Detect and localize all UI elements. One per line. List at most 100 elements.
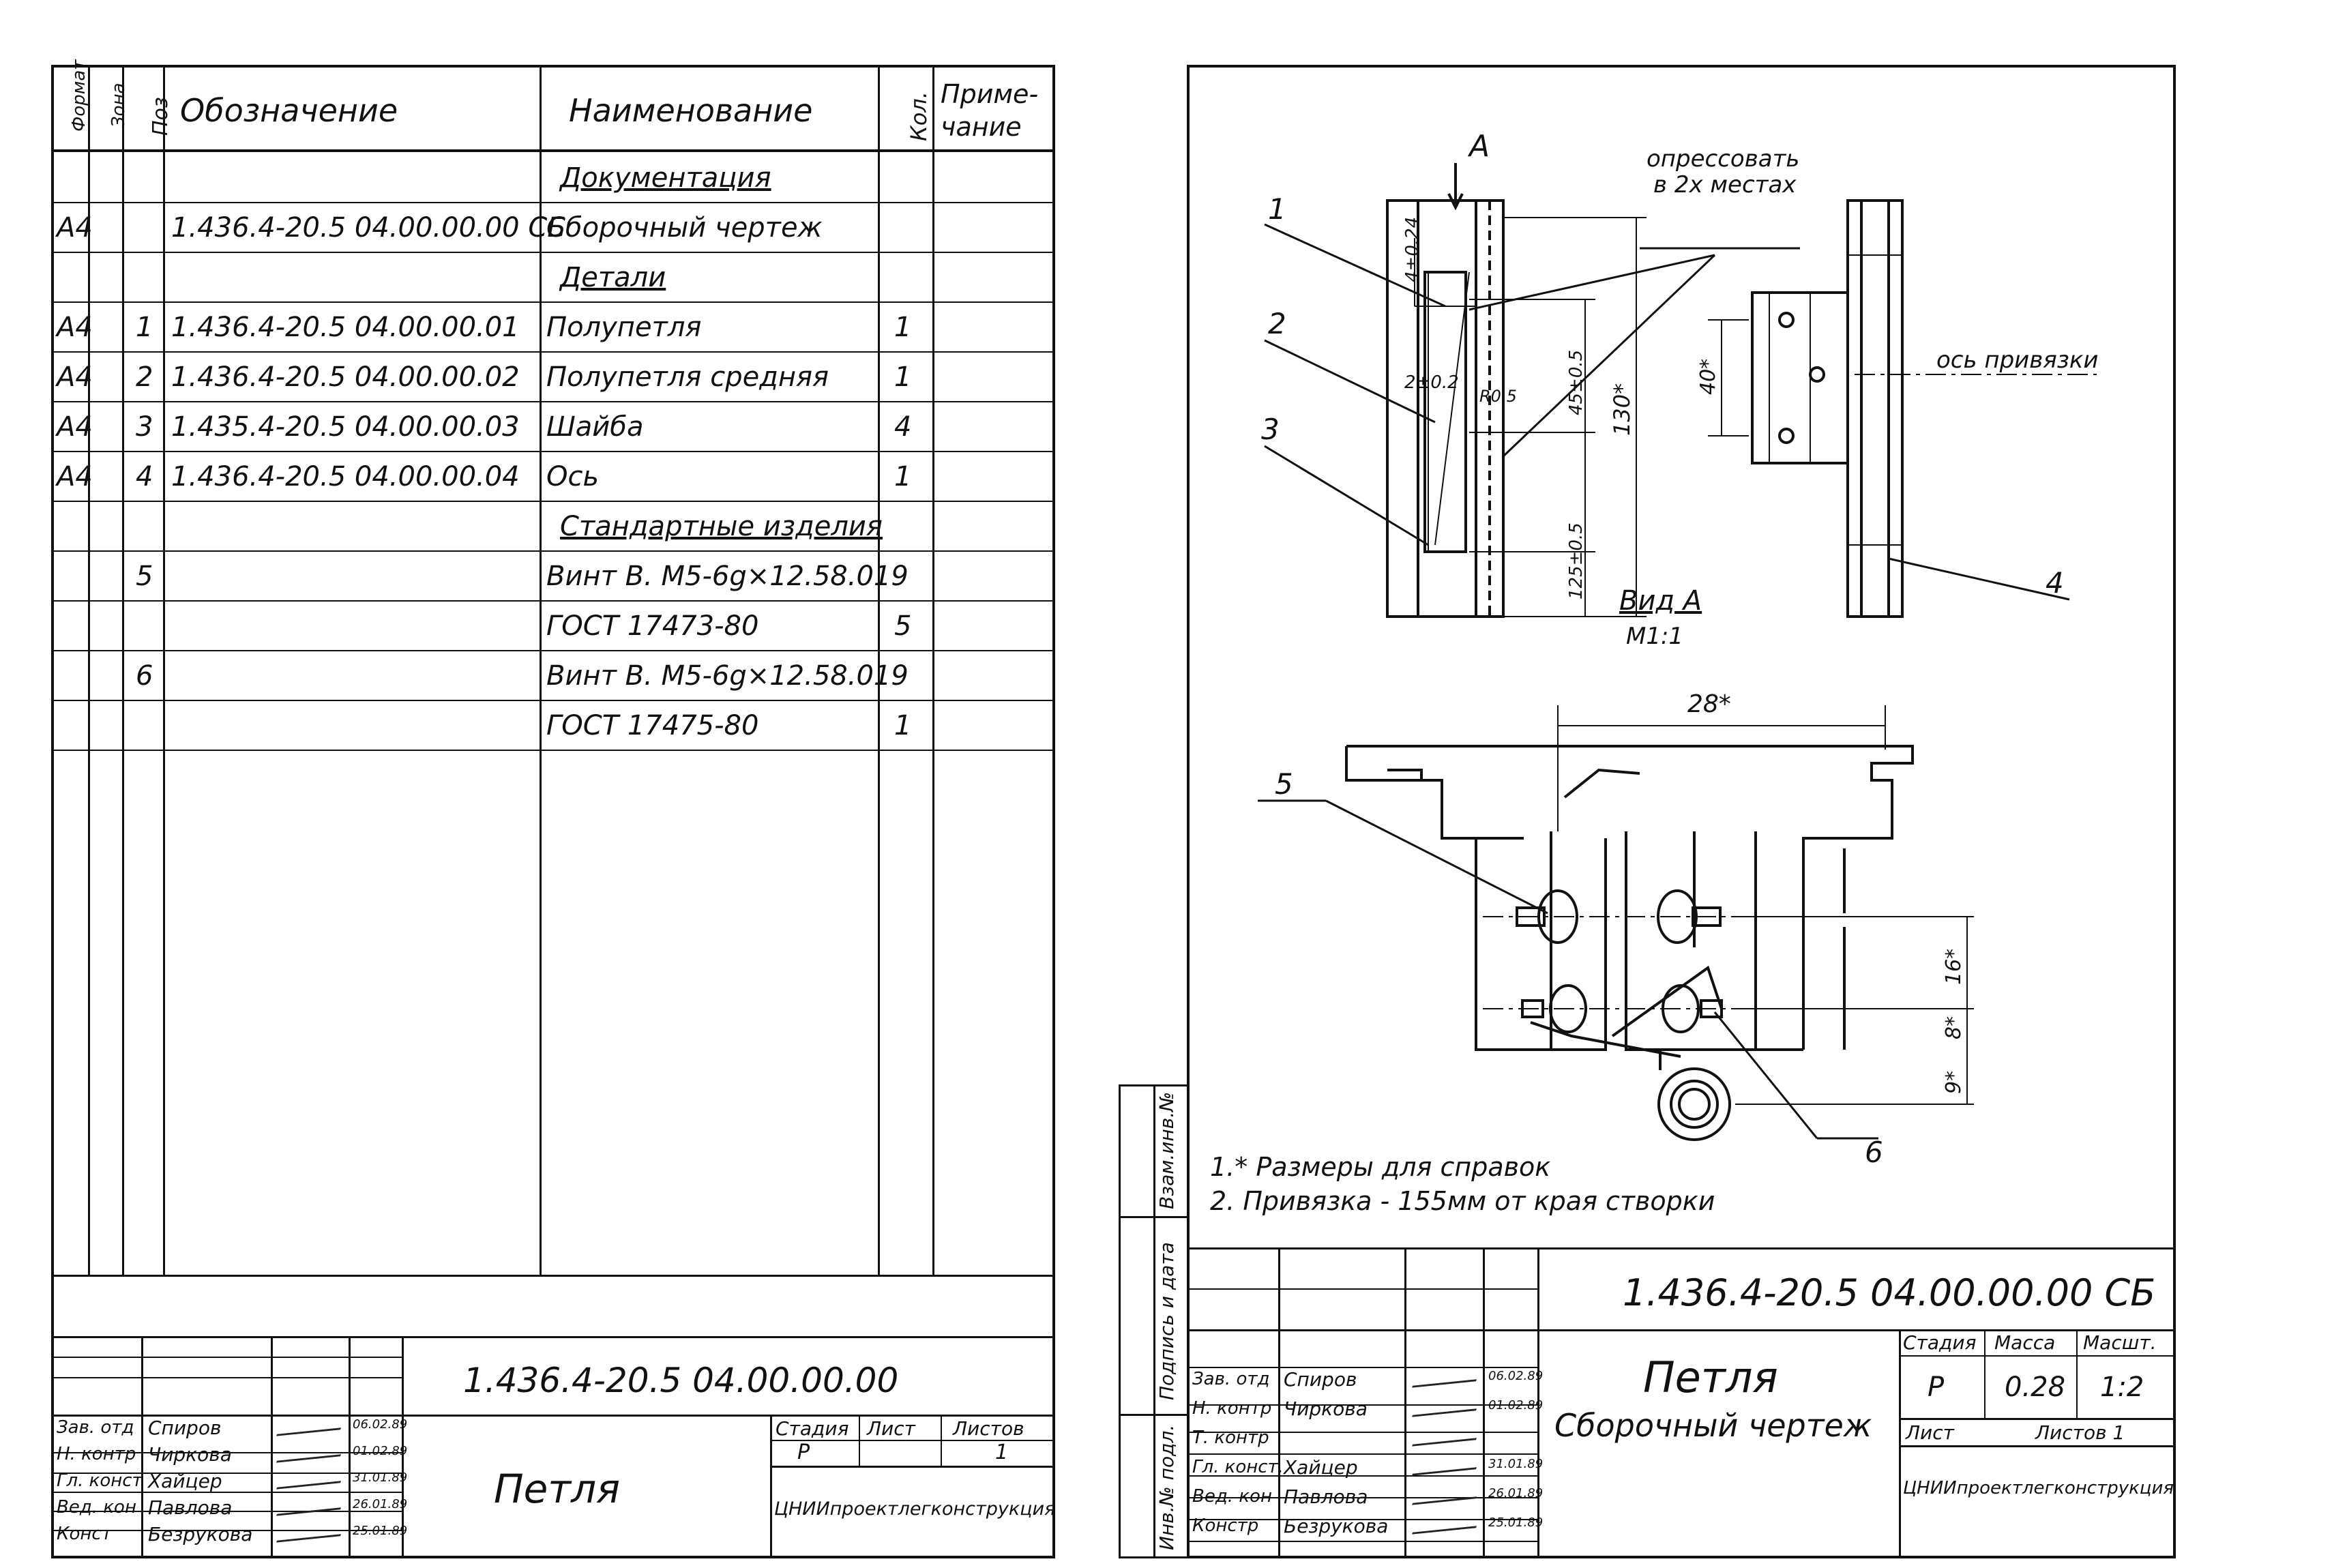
signature-name: Спиров xyxy=(1284,1368,1357,1391)
signature-date: 06.02.89 xyxy=(353,1417,408,1432)
cell-qty: 5 xyxy=(894,610,912,642)
position-label-3: 3 xyxy=(1261,413,1280,446)
cell-name: Винт В. М5-6g×12.58.019 xyxy=(546,660,909,692)
cell-name: ГОСТ 17473-80 xyxy=(546,610,759,642)
handwritten-signature xyxy=(1412,1432,1479,1447)
cell-designation: 1.436.4-20.5 04.00.00.01 xyxy=(171,312,520,343)
view-scale: М1:1 xyxy=(1626,623,1683,650)
cell-position: 4 xyxy=(136,461,153,492)
left-stamp-code: 1.436.4-20.5 04.00.00.00 xyxy=(463,1361,899,1400)
signature-date: 26.01.89 xyxy=(1488,1486,1544,1500)
drawing-sheet: А опрессовать в 2х местах ось привязки В… xyxy=(1187,65,2176,1558)
side-stamp-strip: Взам.инв.№ Подпись и дата Инв.№ подл. xyxy=(1119,1084,1189,1558)
specification-sheet: Формат Зона Поз Обозначение Наименование… xyxy=(51,60,1056,1558)
right-stamp-mass: 0.28 xyxy=(2005,1372,2066,1403)
dim-d9: 16* xyxy=(1942,949,1966,985)
dim-d4: 45±0.5 xyxy=(1566,350,1586,415)
row-divider xyxy=(54,401,1052,402)
signature-role: Вед. кон xyxy=(57,1497,136,1518)
header-note-line2: чание xyxy=(941,112,1022,142)
right-title-block: 1.436.4-20.5 04.00.00.00 СБ Петля Сбороч… xyxy=(1190,1247,2174,1556)
dim-d2: 2±0.2 xyxy=(1404,372,1459,393)
view-label: Вид А xyxy=(1619,585,1702,617)
signature-date: 25.01.89 xyxy=(353,1524,408,1538)
dim-d7: 40* xyxy=(1696,359,1720,395)
cell-position: 1 xyxy=(136,312,153,343)
left-stamp-org: ЦНИИпроектлегконструкция xyxy=(774,1498,1056,1520)
cell-name: Стандартные изделия xyxy=(560,511,883,542)
right-stamp-scale-label: Масшт. xyxy=(2083,1331,2157,1354)
side-label-original-inv: Инв.№ подл. xyxy=(1155,1424,1178,1550)
handwritten-signature xyxy=(276,1475,343,1490)
left-stamp-stage: Р xyxy=(797,1440,810,1464)
left-stamp-stage-label: Стадия xyxy=(776,1417,849,1440)
cell-name: Полупетля средняя xyxy=(546,361,829,393)
signature-role: Зав. отд xyxy=(57,1417,134,1438)
dim-d6: 130* xyxy=(1609,383,1635,436)
dim-d11: 9* xyxy=(1942,1071,1966,1094)
cell-name: Ось xyxy=(546,461,600,492)
signature-role: Гл. конст xyxy=(57,1470,143,1491)
signature-name: Павлова xyxy=(148,1496,233,1519)
cell-position: 3 xyxy=(136,411,153,443)
handwritten-signature xyxy=(276,1449,343,1463)
handwritten-signature xyxy=(276,1422,343,1436)
position-label-1: 1 xyxy=(1268,192,1286,226)
position-label-4: 4 xyxy=(2046,566,2064,600)
cell-format: А4 xyxy=(57,411,93,443)
dim-d1: 4±0.24 xyxy=(1402,217,1423,282)
right-stamp-title: Петля xyxy=(1643,1352,1778,1402)
handwritten-signature xyxy=(276,1502,343,1516)
side-label-signature-date: Подпись и дата xyxy=(1155,1242,1178,1400)
signature-role: Гл. конст. xyxy=(1192,1457,1284,1477)
cell-position: 6 xyxy=(136,660,153,692)
assembly-drawing: А опрессовать в 2х местах ось привязки В… xyxy=(1210,129,2098,1216)
left-stamp-title: Петля xyxy=(494,1466,621,1512)
cell-format: А4 xyxy=(57,361,93,393)
note-2: 2. Привязка - 155мм от края створки xyxy=(1210,1186,1715,1216)
handwritten-signature xyxy=(1412,1374,1479,1388)
signature-name: Спиров xyxy=(148,1417,222,1439)
signature-role: Н. контр xyxy=(57,1444,136,1464)
signature-date: 26.01.89 xyxy=(353,1497,408,1511)
signature-name: Павлова xyxy=(1284,1485,1368,1508)
signature-role: Т. контр xyxy=(1192,1428,1269,1448)
handwritten-signature xyxy=(1412,1462,1479,1476)
position-label-2: 2 xyxy=(1268,307,1286,340)
cell-name: Полупетля xyxy=(546,312,702,343)
row-divider xyxy=(54,550,1052,552)
row-divider xyxy=(54,501,1052,502)
left-title-block: 1.436.4-20.5 04.00.00.00 Петля Стадия Ли… xyxy=(54,1275,1056,1556)
left-stamp-sheet-label: Лист xyxy=(867,1417,915,1440)
signature-role: Констр xyxy=(1192,1515,1259,1536)
right-stamp-stage-label: Стадия xyxy=(1903,1331,1977,1354)
handwritten-signature xyxy=(1412,1491,1479,1505)
callout-press-line1: опрессовать xyxy=(1647,145,1799,173)
signature-date: 31.01.89 xyxy=(353,1470,408,1485)
section-view-a xyxy=(1258,705,1974,1141)
signature-date: 01.02.89 xyxy=(353,1444,408,1458)
header-qty: Кол. xyxy=(906,91,932,141)
position-label-6: 6 xyxy=(1865,1136,1883,1169)
cell-qty: 4 xyxy=(894,411,912,443)
row-divider xyxy=(54,301,1052,303)
cell-format: А4 xyxy=(57,212,93,243)
axis-label: ось привязки xyxy=(1936,346,2098,374)
signature-date: 25.01.89 xyxy=(1488,1515,1544,1530)
row-divider xyxy=(54,202,1052,203)
front-view xyxy=(1264,163,1800,618)
cell-qty: 1 xyxy=(894,710,912,741)
row-divider xyxy=(54,252,1052,253)
signature-role: Конст xyxy=(57,1524,112,1544)
right-stamp-code: 1.436.4-20.5 04.00.00.00 СБ xyxy=(1623,1271,2156,1314)
cell-designation: 1.436.4-20.5 04.00.00.02 xyxy=(171,361,520,393)
callout-press-line2: в 2х местах xyxy=(1653,171,1797,198)
signature-name: Чиркова xyxy=(1284,1397,1368,1420)
cell-format: А4 xyxy=(57,312,93,343)
signature-name: Хайцер xyxy=(1284,1456,1358,1479)
cell-position: 2 xyxy=(136,361,153,393)
row-divider xyxy=(54,451,1052,452)
header-note-line1: Приме- xyxy=(941,79,1039,109)
cell-name: Винт В. М5-6g×12.58.019 xyxy=(546,561,909,592)
header-pos: Поз xyxy=(149,97,173,136)
